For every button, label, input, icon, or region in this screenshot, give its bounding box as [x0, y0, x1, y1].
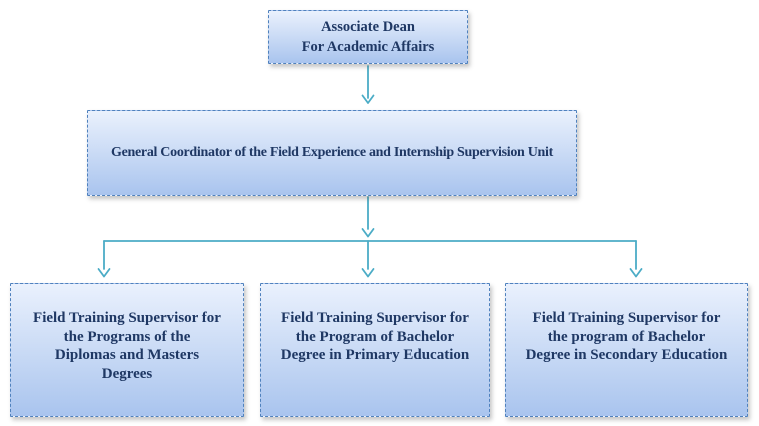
- arrow-bar-to-right-box: [629, 240, 643, 278]
- node-label-line: For Academic Affairs: [301, 39, 435, 55]
- arrow-bar-to-left-box: [97, 240, 111, 278]
- arrow-bar-to-middle-box: [361, 240, 375, 278]
- node-supervisor-diplomas-masters: Field Training Supervisor for the Progra…: [10, 283, 244, 417]
- node-label-line: the Program of Bachelor: [295, 328, 455, 345]
- node-associate-dean: Associate Dean For Academic Affairs: [268, 10, 468, 64]
- node-label-line: Degree in Primary Education: [280, 347, 470, 363]
- node-supervisor-bachelor-primary: Field Training Supervisor for the Progra…: [260, 283, 490, 417]
- node-label-line: Degree in Secondary Education: [525, 347, 728, 363]
- node-label-line: Field Training Supervisor for: [281, 310, 469, 326]
- node-label-line: Diplomas and Masters: [54, 347, 200, 363]
- node-label-line: Degrees: [101, 365, 153, 382]
- node-label-line: Field Training Supervisor for: [33, 310, 221, 326]
- node-label-line: Associate Dean: [321, 19, 415, 35]
- node-label-line: General Coordinator of the Field Experie…: [111, 145, 553, 160]
- node-label-line: the program of Bachelor: [547, 328, 706, 345]
- arrow-coordinator-to-bar: [361, 196, 375, 238]
- node-label-line: the Programs of the: [63, 328, 191, 345]
- node-general-coordinator: General Coordinator of the Field Experie…: [87, 110, 577, 196]
- arrow-dean-to-coordinator: [361, 65, 375, 104]
- node-supervisor-bachelor-secondary: Field Training Supervisor for the progra…: [505, 283, 748, 417]
- node-label-line: Field Training Supervisor for: [532, 310, 721, 326]
